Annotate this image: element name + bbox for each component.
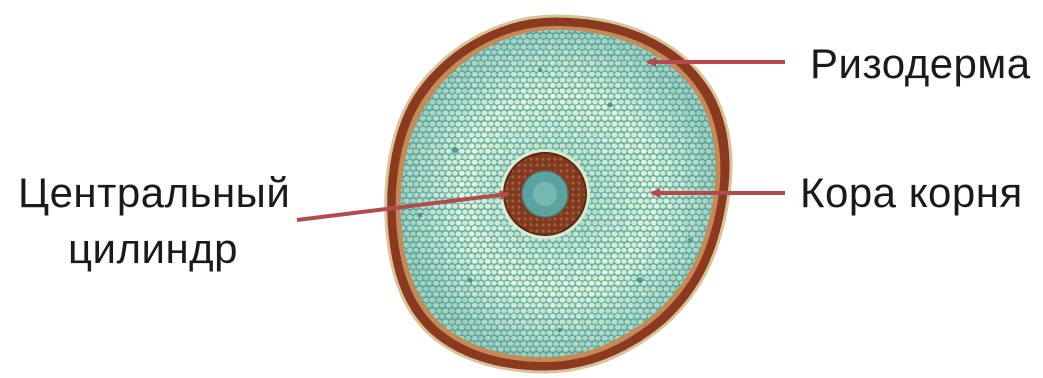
central-cylinder-label: Центральный цилиндр [18,165,288,277]
rhizoderm-label: Ризодерма [810,36,1031,92]
central-cylinder-label-line1: Центральный [18,165,288,221]
central-cylinder [500,149,590,239]
cortex-label: Кора корня [800,165,1023,221]
central-cylinder-label-line2: цилиндр [18,221,288,277]
